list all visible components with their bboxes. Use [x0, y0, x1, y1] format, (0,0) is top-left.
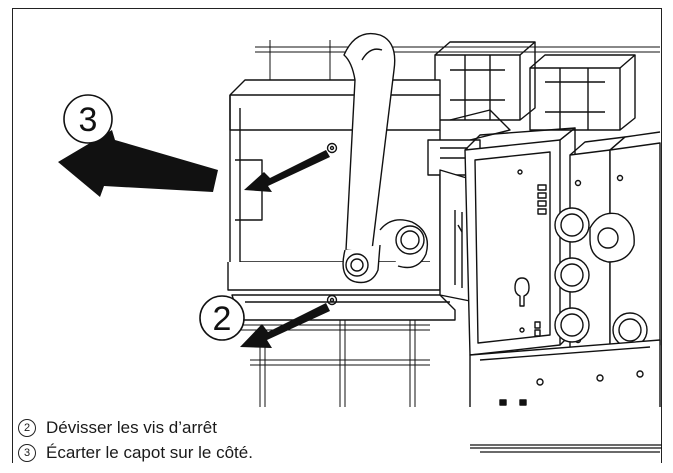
screws	[326, 142, 338, 306]
next-figure-fragment	[470, 444, 662, 453]
callout-2-label: 2	[213, 300, 232, 338]
arrow-3-large	[58, 130, 218, 197]
direction-arrows	[58, 130, 330, 348]
legend-number-2: 2	[18, 419, 36, 437]
rotary-handle	[342, 32, 429, 284]
arrow-3-screw	[244, 150, 330, 192]
legend-number-3: 3	[18, 444, 36, 462]
arrow-2-screw	[240, 303, 330, 348]
cover-housing	[227, 79, 456, 321]
callout-3-label: 3	[79, 101, 98, 139]
control-module	[464, 127, 576, 356]
legend-text-2: Dévisser les vis d’arrêt	[46, 418, 217, 437]
legend-text-3: Écarter le capot sur le côté.	[46, 443, 253, 462]
lower-rack	[469, 339, 661, 407]
frame-border	[12, 8, 662, 463]
legend-item-3: 3 Écarter le capot sur le côté.	[18, 443, 253, 463]
legend-item-2: 2 Dévisser les vis d’arrêt	[18, 418, 217, 438]
callout-3: 3	[63, 94, 113, 144]
callout-2: 2	[199, 295, 245, 341]
aluminium-profiles	[434, 41, 636, 131]
button-modules	[554, 131, 661, 357]
